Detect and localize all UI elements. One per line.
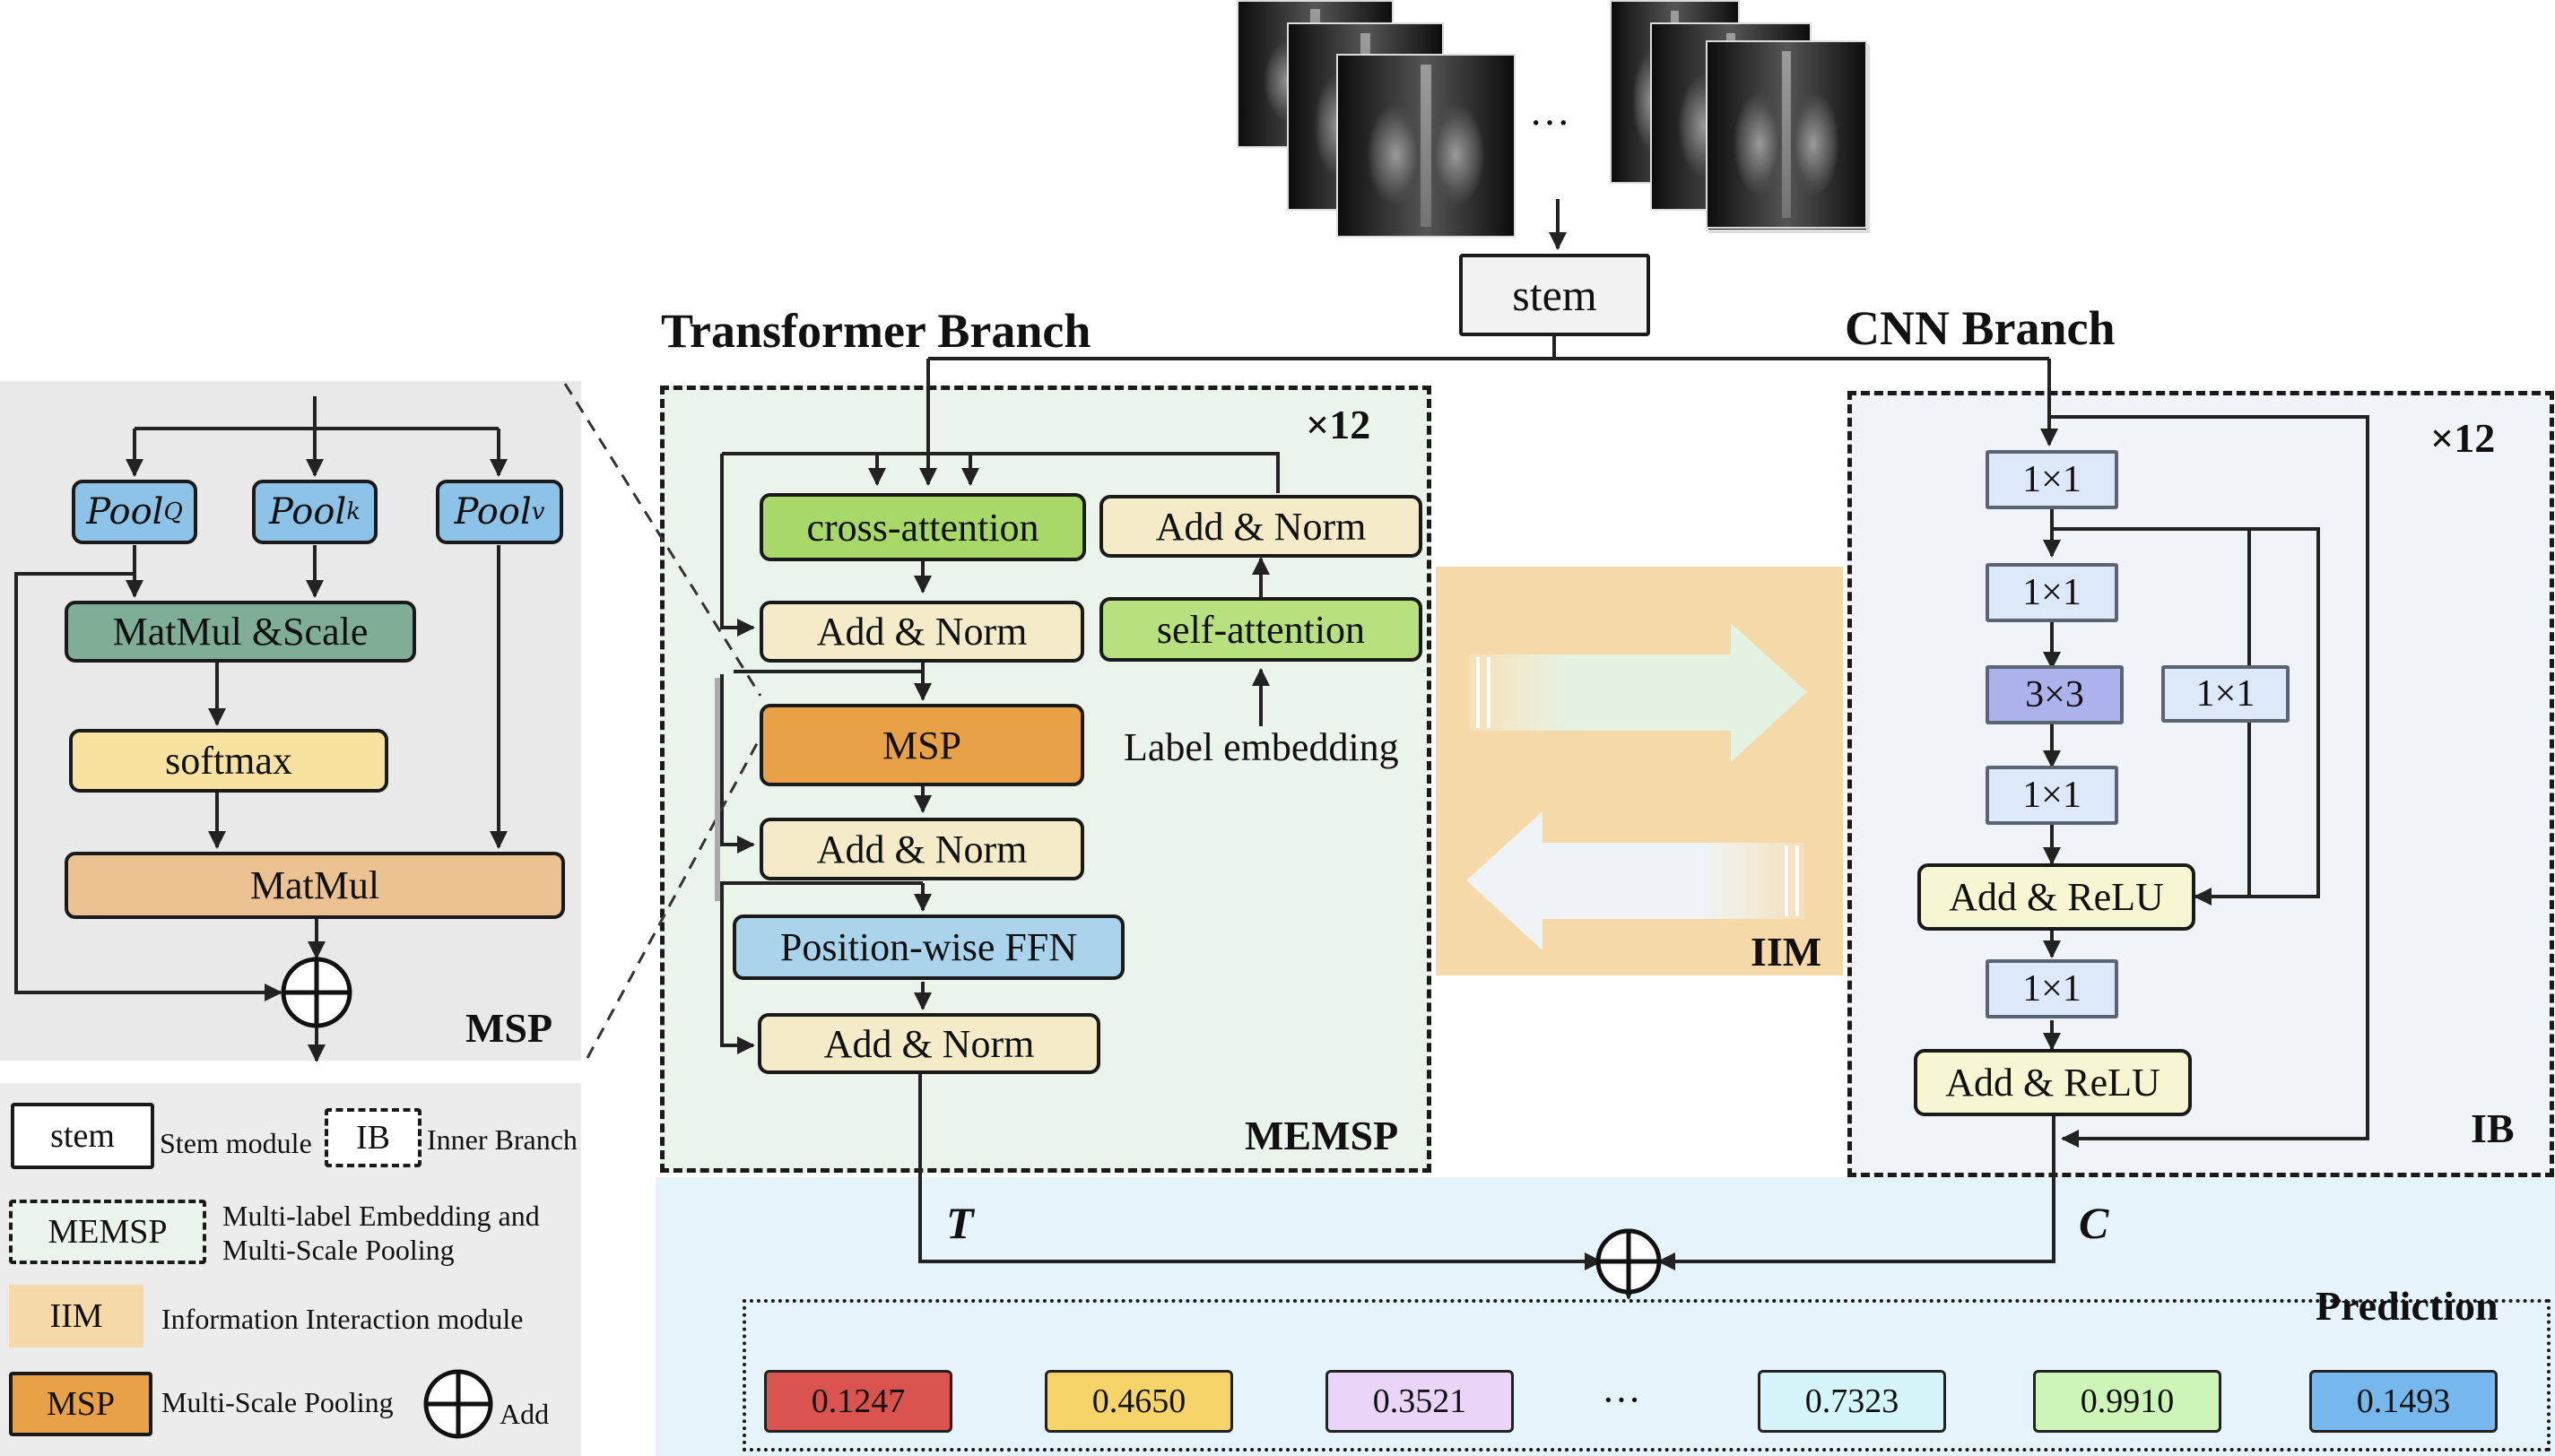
matmul-scale-box: MatMul &Scale [65, 601, 416, 663]
pool-q-subscript: Q [163, 498, 183, 525]
prediction-heading: Prediction [2316, 1283, 2499, 1329]
prediction-ellipsis: ··· [1602, 1378, 1641, 1422]
xray-image-icon [1336, 54, 1516, 238]
label-embedding-text: Label embedding [1124, 725, 1399, 769]
conv1x1-3: 1×1 [1986, 766, 2118, 825]
xray-image-icon [1706, 40, 1867, 229]
prediction-value-1: 0.1247 [764, 1370, 952, 1433]
shortcut-conv1x1: 1×1 [2161, 665, 2290, 723]
pool-k-label: Pool [268, 491, 347, 533]
msp-box: MSP [760, 704, 1084, 786]
conv1x1-1: 1×1 [1986, 450, 2118, 509]
iim-left-arrow-icon [1466, 811, 1804, 950]
ib-tag: IB [2471, 1105, 2515, 1151]
legend-memsp-text-2: Multi-Scale Pooling [222, 1234, 455, 1266]
legend-iim-box: IIM [9, 1285, 143, 1348]
input-ellipsis: ··· [1529, 100, 1570, 145]
add-norm-3-box: Add & Norm [758, 1013, 1100, 1074]
legend-stem-text: Stem module [160, 1127, 312, 1159]
add-relu-2-box: Add & ReLU [1914, 1049, 2192, 1116]
prediction-value-2: 0.4650 [1045, 1370, 1233, 1433]
cnn-branch-heading: CNN Branch [1845, 301, 2116, 355]
legend-stem-box: stem [11, 1103, 154, 1169]
memsp-repeat-label: ×12 [1306, 402, 1371, 447]
iim-right-arrow-icon [1469, 623, 1807, 762]
msp-panel-tag: MSP [465, 1005, 553, 1051]
pool-v-label: Pool [454, 491, 532, 533]
stem-box: stem [1459, 254, 1650, 336]
add-norm-2-box: Add & Norm [760, 818, 1084, 880]
matmul-box: MatMul [65, 852, 565, 919]
prediction-values-frame [743, 1299, 2551, 1452]
legend-ib-text: Inner Branch [427, 1123, 578, 1156]
legend-msp-box: MSP [9, 1372, 152, 1436]
pool-k-subscript: k [346, 498, 361, 525]
memsp-tag: MEMSP [1245, 1113, 1399, 1158]
add-relu-1-box: Add & ReLU [1917, 863, 2195, 931]
legend-memsp-text-1: Multi-label Embedding and [222, 1200, 540, 1232]
conv3x3: 3×3 [1986, 665, 2124, 724]
pool-q-label: Pool [86, 491, 164, 533]
legend-memsp-box: MEMSP [9, 1200, 206, 1264]
conv1x1-4: 1×1 [1986, 959, 2118, 1018]
legend-add-text: Add [500, 1398, 550, 1430]
legend-msp-text: Multi-Scale Pooling [161, 1386, 394, 1418]
prediction-value-6: 0.1493 [2309, 1370, 2498, 1433]
prediction-value-4: 0.7323 [1758, 1370, 1946, 1433]
position-wise-ffn-box: Position-wise FFN [733, 914, 1125, 980]
prediction-region [656, 1177, 2555, 1456]
add-norm-top-box: Add & Norm [1099, 495, 1422, 558]
ib-region [1847, 391, 2554, 1177]
cnn-output-label: C [2079, 1198, 2109, 1248]
transformer-branch-heading: Transformer Branch [661, 304, 1091, 358]
transformer-output-label: T [946, 1198, 974, 1248]
legend-ib-box: IB [325, 1108, 421, 1167]
ib-repeat-label: ×12 [2430, 415, 2496, 461]
conv1x1-2: 1×1 [1986, 563, 2118, 622]
pool-v-subscript: v [531, 498, 545, 525]
add-norm-1-box: Add & Norm [760, 601, 1084, 663]
self-attention-box: self-attention [1099, 597, 1422, 662]
softmax-box: softmax [69, 729, 388, 793]
cross-attention-box: cross-attention [760, 493, 1086, 561]
prediction-value-5: 0.9910 [2033, 1370, 2221, 1433]
iim-tag: IIM [1751, 929, 1822, 975]
prediction-value-3: 0.3521 [1325, 1370, 1514, 1433]
legend-iim-text: Information Interaction module [161, 1303, 524, 1335]
